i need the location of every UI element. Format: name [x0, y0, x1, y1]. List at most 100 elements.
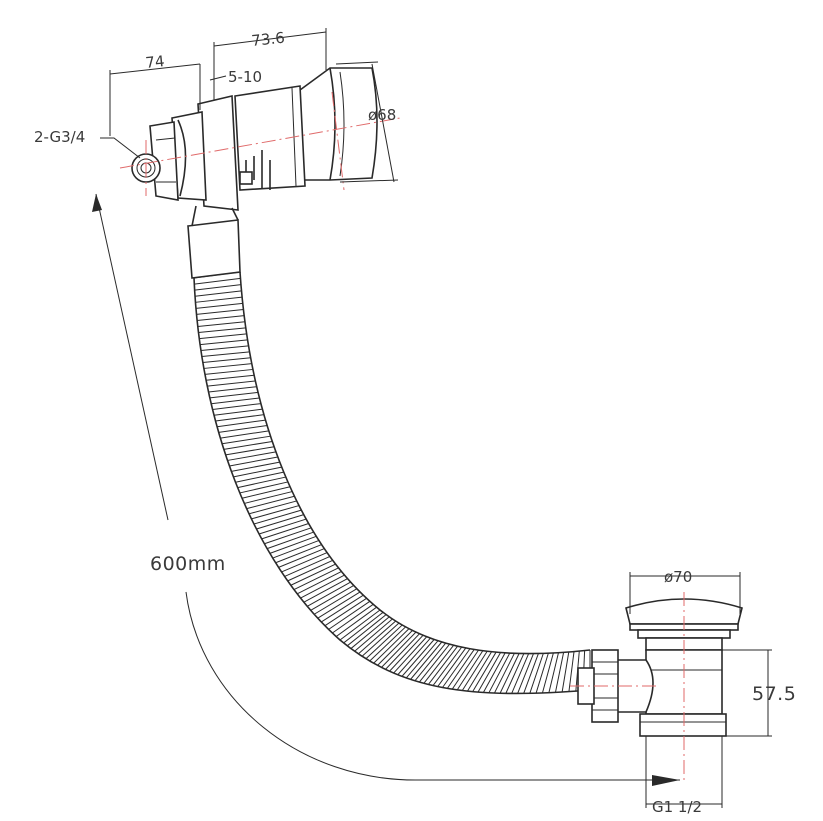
dim-waste-height: 57.5 [752, 683, 796, 705]
dim-body-length: 73.6 [251, 29, 286, 50]
hose-rib [215, 414, 265, 422]
hose-rib [401, 639, 435, 677]
hose-rib [225, 446, 275, 456]
hose-rib [335, 606, 377, 637]
hose-rib [461, 651, 488, 691]
hose-rib [208, 386, 257, 393]
hose-rib [194, 290, 242, 297]
dim-plug-diameter: ø70 [664, 568, 692, 586]
hose-rib [307, 581, 351, 607]
hose-rib [256, 514, 304, 530]
hose-rib [202, 357, 251, 363]
hose-rib [217, 419, 266, 428]
hose-top-collar [187, 219, 241, 279]
hose-rib [264, 527, 312, 545]
hose-rib [300, 574, 345, 599]
hose-rib [332, 603, 374, 634]
dim-wall-range: 5-10 [228, 68, 262, 86]
hose-rib [287, 559, 334, 582]
hose-rib [235, 471, 284, 483]
hose-rib [233, 466, 282, 478]
hose-rib [437, 647, 467, 687]
hose-rib [212, 403, 262, 410]
hose-rib [197, 315, 245, 321]
hose-rib [310, 584, 355, 611]
hose-rib [237, 476, 286, 489]
hose-rib [358, 620, 396, 655]
hose-rib [198, 327, 246, 334]
hose-rib [200, 345, 249, 352]
dimension-lines [92, 28, 772, 808]
hose-rib [272, 539, 320, 559]
hose-rib [209, 391, 259, 399]
hose-rib [385, 633, 420, 670]
hose-rib [339, 609, 381, 641]
hose-rib [548, 652, 559, 693]
hose-rib [446, 649, 475, 689]
hose-rib [248, 500, 297, 515]
hose-rib [201, 351, 250, 358]
hose-rib [456, 650, 484, 691]
hose-rib [499, 653, 520, 694]
hose-rib [207, 380, 256, 387]
hose-rib [290, 563, 336, 586]
hose-rib [195, 296, 243, 303]
hose-rib [313, 588, 358, 615]
hose-rib [227, 451, 277, 461]
hose-rib [493, 653, 515, 694]
hose-rib [231, 461, 280, 472]
hose-rib [423, 644, 454, 684]
hose-rib [377, 630, 413, 666]
label-hose-length: 600mm [150, 553, 226, 575]
hose-rib [381, 631, 417, 668]
hose-rib [397, 637, 431, 676]
waste-assembly [570, 592, 743, 780]
hose-rib [266, 531, 314, 550]
hose-rib [529, 653, 544, 694]
hose-rib [418, 643, 450, 683]
hose-rib [405, 640, 439, 679]
hose-rib [220, 430, 269, 439]
hose-rib [561, 651, 570, 693]
hose-rib [200, 339, 248, 346]
hose-rib [258, 518, 307, 535]
hose-rib [193, 271, 241, 279]
hose-rib [206, 374, 255, 381]
hose-rib [221, 435, 271, 445]
hose-rib [196, 309, 244, 315]
hose-rib [517, 653, 534, 694]
hose-rib [535, 653, 549, 694]
hose-rib [261, 522, 309, 540]
hose-rib [194, 277, 241, 285]
hose-rib [361, 622, 400, 657]
hose-rib [204, 368, 254, 375]
hose-rib [410, 641, 443, 680]
hose-rib [324, 597, 367, 627]
hose-rib [303, 578, 348, 603]
hose-rib [442, 648, 471, 688]
overflow-filler-assembly [119, 67, 401, 279]
hose-rib [281, 552, 328, 573]
hose-rib [414, 642, 447, 682]
hose-rib [195, 302, 243, 309]
hose-rib [213, 408, 263, 416]
dim-flange-width: 74 [145, 52, 166, 72]
label-inlet-thread: 2-G3/4 [34, 128, 85, 146]
hose-rib [477, 652, 502, 693]
hose-rib [343, 611, 384, 644]
hose-rib [278, 548, 325, 568]
hose-rib [211, 397, 260, 405]
hose-rib [373, 628, 410, 664]
hose-rib [346, 614, 387, 647]
hose-rib [568, 651, 575, 692]
hose-rib [218, 425, 268, 433]
hose-rib [541, 652, 554, 694]
hose-rib [428, 645, 459, 685]
hose-rib [244, 491, 293, 504]
hose-rib [511, 653, 530, 694]
hose-rib [251, 505, 300, 520]
hose-rib [554, 652, 565, 693]
hose-rib [321, 594, 364, 623]
hose-rib [523, 653, 539, 694]
